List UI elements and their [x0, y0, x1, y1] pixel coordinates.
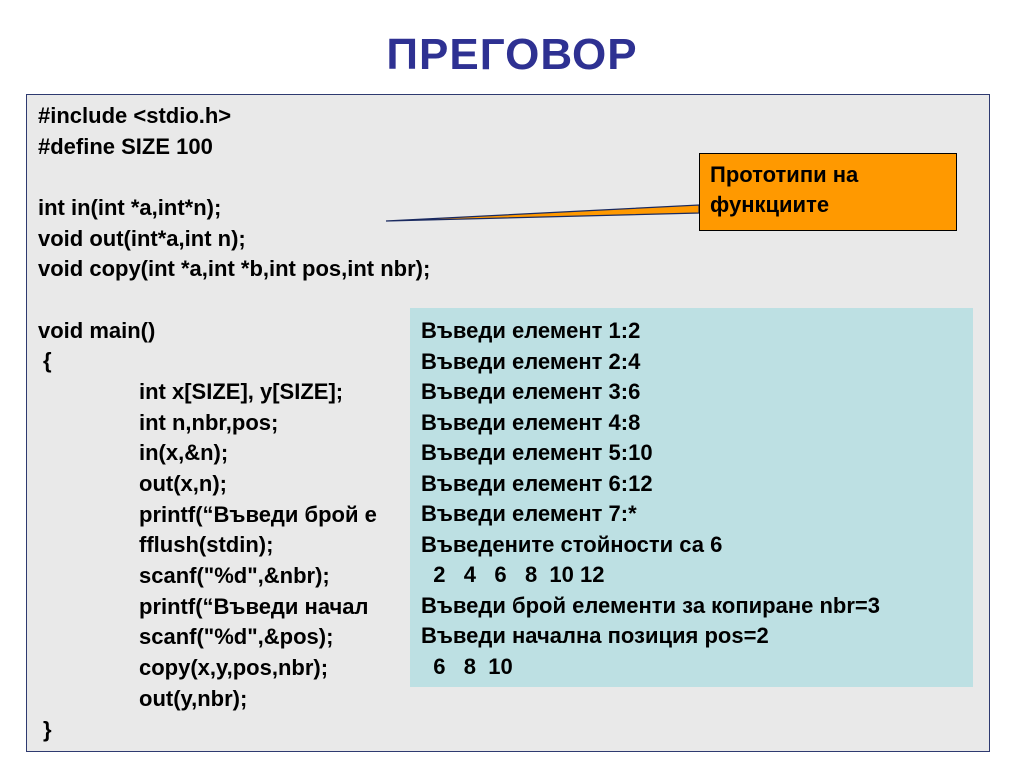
- code-line-proto-in: int in(int *a,int*n);: [38, 195, 222, 220]
- code-line-call-copy: copy(x,y,pos,nbr);: [139, 655, 329, 680]
- console-line: Въведи начална позиция pos=2: [421, 623, 769, 648]
- console-line: Въведи елемент 2:4: [421, 348, 641, 374]
- code-line-proto-copy: void copy(int *a,int *b,int pos,int nbr)…: [38, 256, 431, 281]
- code-line-printf-count: printf(“Въведи брой е: [139, 502, 377, 527]
- console-line: Въведи елемент 7:*: [421, 501, 637, 526]
- code-line-include: #include <stdio.h>: [38, 103, 232, 128]
- prototypes-callout: Прототипи на функциите: [699, 153, 957, 231]
- code-line-decl-arrays: int x[SIZE], y[SIZE];: [139, 379, 344, 404]
- console-line: Въведените стойности са 6: [421, 531, 723, 557]
- code-line-open-brace: {: [43, 348, 52, 373]
- code-line-scanf-pos: scanf("%d",&pos);: [139, 624, 334, 649]
- code-line-call-out-y: out(y,nbr);: [139, 686, 248, 711]
- code-line-call-out: out(x,n);: [139, 471, 227, 496]
- console-line: Въведи елемент 3:6: [421, 379, 641, 404]
- console-line: 2 4 6 8 10 12: [421, 562, 605, 587]
- console-line: Въведи елемент 6:12: [421, 470, 653, 496]
- code-line-close-brace: }: [43, 717, 52, 742]
- console-line: Въведи брой елементи за копиране nbr=3: [421, 592, 880, 618]
- slide-title: ПРЕГОВОР: [386, 30, 638, 79]
- code-line-scanf-nbr: scanf("%d",&nbr);: [139, 563, 330, 588]
- code-line-main: void main(): [38, 318, 156, 343]
- callout-text: Прототипи на функциите: [710, 162, 859, 217]
- console-output: Въведи елемент 1:2 Въведи елемент 2:4 Въ…: [410, 308, 973, 687]
- code-line-decl-ints: int n,nbr,pos;: [139, 410, 279, 435]
- code-line-proto-out: void out(int*a,int n);: [38, 226, 246, 251]
- console-line: Въведи елемент 1:2: [421, 318, 641, 343]
- code-line-printf-pos: printf(“Въведи начал: [139, 594, 369, 619]
- code-line-fflush: fflush(stdin);: [139, 532, 274, 557]
- console-line: 6 8 10: [421, 653, 513, 679]
- code-line-define: #define SIZE 100: [38, 134, 213, 159]
- console-line: Въведи елемент 4:8: [421, 409, 641, 435]
- console-line: Въведи елемент 5:10: [421, 440, 653, 465]
- code-line-call-in: in(x,&n);: [139, 440, 229, 465]
